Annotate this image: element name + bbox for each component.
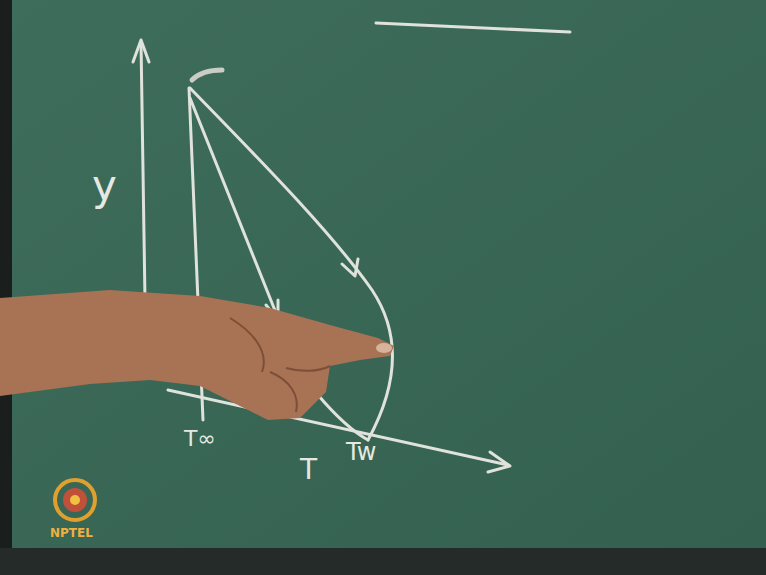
axis-label: T — [300, 456, 317, 484]
board-edge — [0, 548, 766, 575]
axis-label: y — [92, 165, 117, 207]
profile-curve — [318, 395, 368, 440]
board-edge — [0, 0, 12, 575]
axis-label: T∞ — [184, 428, 216, 450]
pointing-hand — [0, 290, 394, 420]
profile-arrowhead — [342, 259, 358, 276]
chalk-smudge — [192, 70, 222, 80]
board-surface — [12, 0, 766, 548]
chalk-stroke — [376, 23, 570, 32]
y-axis — [141, 42, 145, 300]
t-axis — [168, 390, 508, 465]
axis-arrowhead — [133, 40, 149, 62]
profile-line — [190, 98, 278, 318]
axis-label: Tw — [346, 440, 376, 464]
axis-arrowhead — [488, 452, 510, 472]
nptel-logo — [55, 480, 95, 520]
logo-text: NPTEL — [50, 527, 93, 539]
